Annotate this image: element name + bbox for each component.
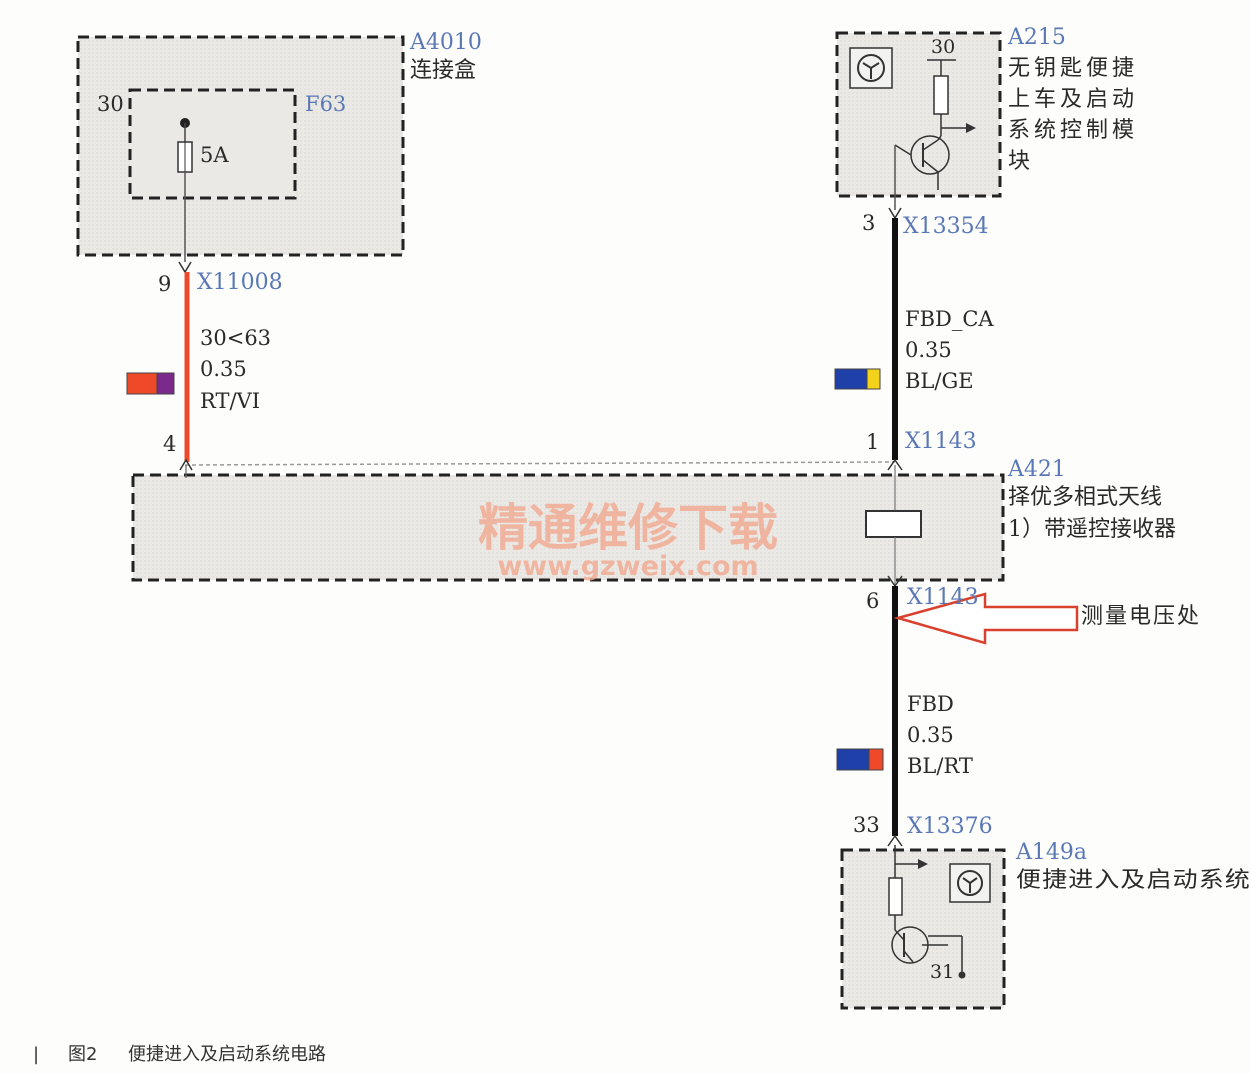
connector-x13376-pin: 33 (853, 813, 880, 837)
module-symbol-icon (949, 863, 991, 903)
module-a421-name-line2: 1）带遥控接收器 (1008, 517, 1176, 542)
wire-top-right-signal: FBD_CA (905, 307, 994, 331)
connector-x11008-mark (178, 261, 192, 274)
module-a215-name-line4: 块 (1008, 149, 1034, 174)
connector-a421-left-mark (179, 458, 193, 471)
connector-x11008-id: X11008 (197, 270, 283, 295)
connector-x1143-top-id: X1143 (905, 429, 977, 454)
measure-annotation: 测量电压处 (1081, 604, 1201, 629)
watermark-url: www.gzweix.com (497, 551, 758, 582)
wire-left-gauge: 0.35 (200, 357, 247, 381)
fuse-f63-rating: 5A (200, 143, 229, 167)
antenna-receiver-icon (865, 510, 922, 538)
fuse-f63-pin: 30 (97, 92, 124, 116)
module-a149a-name: 便捷进入及启动系统 (1016, 868, 1251, 893)
connector-x1143-bottom-pin: 6 (866, 589, 879, 613)
module-a149a-pin: 31 (930, 961, 954, 983)
module-a4010-name: 连接盒 (410, 58, 476, 83)
output-arrow-icon (966, 123, 976, 133)
wire-bottom-right-swatch-b (868, 748, 884, 771)
a421-top-link (184, 461, 896, 466)
connector-x1143-top-mark (887, 458, 903, 471)
connector-x1143-top-pin: 1 (866, 430, 879, 454)
wire-left-color-code: RT/VI (200, 389, 260, 413)
wire-top-right-swatch-a (834, 368, 868, 390)
module-a421-id: A421 (1007, 457, 1066, 482)
transistor-icon (894, 135, 950, 190)
module-a149a-id: A149a (1015, 840, 1087, 865)
connector-x11008-pin: 9 (158, 272, 171, 296)
connector-x13354-pin: 3 (862, 211, 875, 235)
output-arrow-icon (918, 859, 928, 869)
wire-left-signal: 30<63 (200, 326, 271, 350)
wire-top-right-color-code: BL/GE (905, 369, 974, 393)
module-a215-pin: 30 (931, 36, 955, 58)
wire-top-right-swatch-b (866, 368, 881, 390)
ground-icon (958, 971, 966, 979)
connector-a421-left-pin: 4 (163, 432, 176, 456)
connector-x13376-id: X13376 (907, 814, 993, 839)
connector-x13354-id: X13354 (903, 214, 989, 239)
module-a421-name-line1: 择优多相式天线 (1008, 485, 1162, 510)
fuse-f63-box (128, 88, 297, 200)
caption-figure: 图2 (68, 1044, 97, 1065)
measure-arrow-icon (893, 592, 1079, 645)
module-a4010-id: A4010 (409, 30, 482, 55)
connector-x13376-mark (887, 834, 903, 847)
fuse-icon (177, 118, 193, 262)
module-a215-id: A215 (1007, 25, 1066, 50)
wire-bottom-right-gauge: 0.35 (907, 723, 954, 747)
fuse-f63-id: F63 (305, 92, 346, 116)
wire-bottom-right-swatch-a (836, 748, 870, 771)
wire-bottom-right-signal: FBD (907, 692, 954, 716)
module-a215-name-line2: 上车及启动 (1008, 87, 1138, 112)
caption-title: 便捷进入及启动系统电路 (128, 1044, 326, 1065)
module-a149a-box (840, 848, 1006, 1010)
caption-marker: | (33, 1044, 39, 1065)
watermark-title: 精通维修下载 (478, 499, 778, 557)
wire-left-swatch-b (156, 372, 175, 395)
wire-bottom-right-color-code: BL/RT (907, 754, 973, 778)
transistor-icon (891, 926, 963, 973)
wire-left-swatch-a (126, 372, 158, 395)
wire-top-right-gauge: 0.35 (905, 338, 952, 362)
module-a421-box (131, 473, 1005, 582)
module-symbol-icon (849, 47, 893, 89)
resistor-icon (888, 877, 903, 916)
module-a215-name-line1: 无钥匙便捷 (1008, 56, 1138, 81)
connector-x1143-bottom-id: X1143 (907, 585, 979, 610)
module-a215-name-line3: 系统控制模 (1008, 118, 1138, 143)
resistor-icon (933, 75, 949, 115)
